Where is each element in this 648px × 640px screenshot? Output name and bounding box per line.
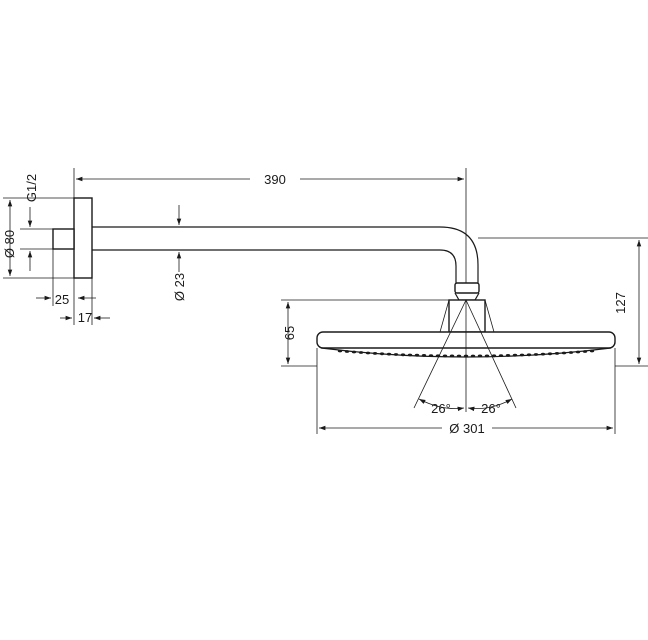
nozzle (491, 354, 497, 358)
nozzle (428, 354, 434, 357)
spray-nozzles (337, 349, 595, 358)
dimension-head-diameter: Ø 301 (316, 348, 616, 436)
label-arm-length: 390 (264, 172, 286, 187)
nozzle (582, 350, 588, 353)
label-arm-diameter: Ø 23 (172, 273, 187, 301)
nozzle (407, 353, 413, 357)
nozzle (337, 349, 343, 353)
nozzle (393, 353, 399, 356)
nozzle (568, 351, 574, 354)
nozzle (379, 352, 385, 356)
nozzle (498, 354, 504, 357)
nozzle (561, 351, 567, 355)
spray-angle-lines (413, 299, 517, 412)
nozzle (547, 352, 553, 356)
nozzle (372, 352, 378, 355)
shower-arm (92, 226, 480, 301)
nozzle (456, 354, 462, 358)
nozzle (344, 350, 350, 353)
nozzle (526, 353, 532, 357)
nozzle (540, 352, 546, 356)
dimension-flange: Ø 80 G1/2 (2, 174, 74, 279)
label-spray-angle-right: 26° (481, 401, 501, 416)
label-flange-offset: 25 (55, 292, 69, 307)
label-spray-angle-left: 26° (431, 401, 451, 416)
nozzle (554, 352, 560, 355)
nozzle (414, 353, 420, 357)
nozzle (589, 349, 595, 353)
nozzle (351, 350, 357, 354)
label-flange-diameter: Ø 80 (2, 230, 17, 258)
nozzle (533, 353, 539, 356)
nozzle (575, 350, 581, 354)
dimension-head-height: 65 (281, 299, 449, 367)
label-flange-thickness: 17 (78, 310, 92, 325)
nozzle (512, 353, 518, 357)
label-head-diameter: Ø 301 (449, 421, 484, 436)
nozzle (484, 354, 490, 358)
nozzle (519, 353, 525, 357)
nozzle (470, 354, 476, 358)
nozzle (386, 352, 392, 356)
dimension-flange-depth: 25 17 (36, 249, 110, 325)
dimension-height-total: 127 (478, 237, 648, 367)
label-height-total: 127 (613, 292, 628, 314)
nozzle (505, 354, 511, 357)
dimension-arm-diameter: Ø 23 (172, 205, 187, 301)
nozzle (442, 354, 448, 358)
nozzle (477, 354, 483, 358)
dimension-arm-length: 390 (73, 168, 467, 283)
label-head-height: 65 (282, 326, 297, 340)
nozzle (449, 354, 455, 358)
nozzle (358, 351, 364, 354)
dimension-spray-angle: 26° 26° (418, 398, 513, 416)
label-thread: G1/2 (24, 174, 39, 202)
nozzle (365, 351, 371, 355)
nozzle (421, 354, 427, 357)
nozzle (400, 353, 406, 357)
wall-flange (52, 197, 93, 279)
